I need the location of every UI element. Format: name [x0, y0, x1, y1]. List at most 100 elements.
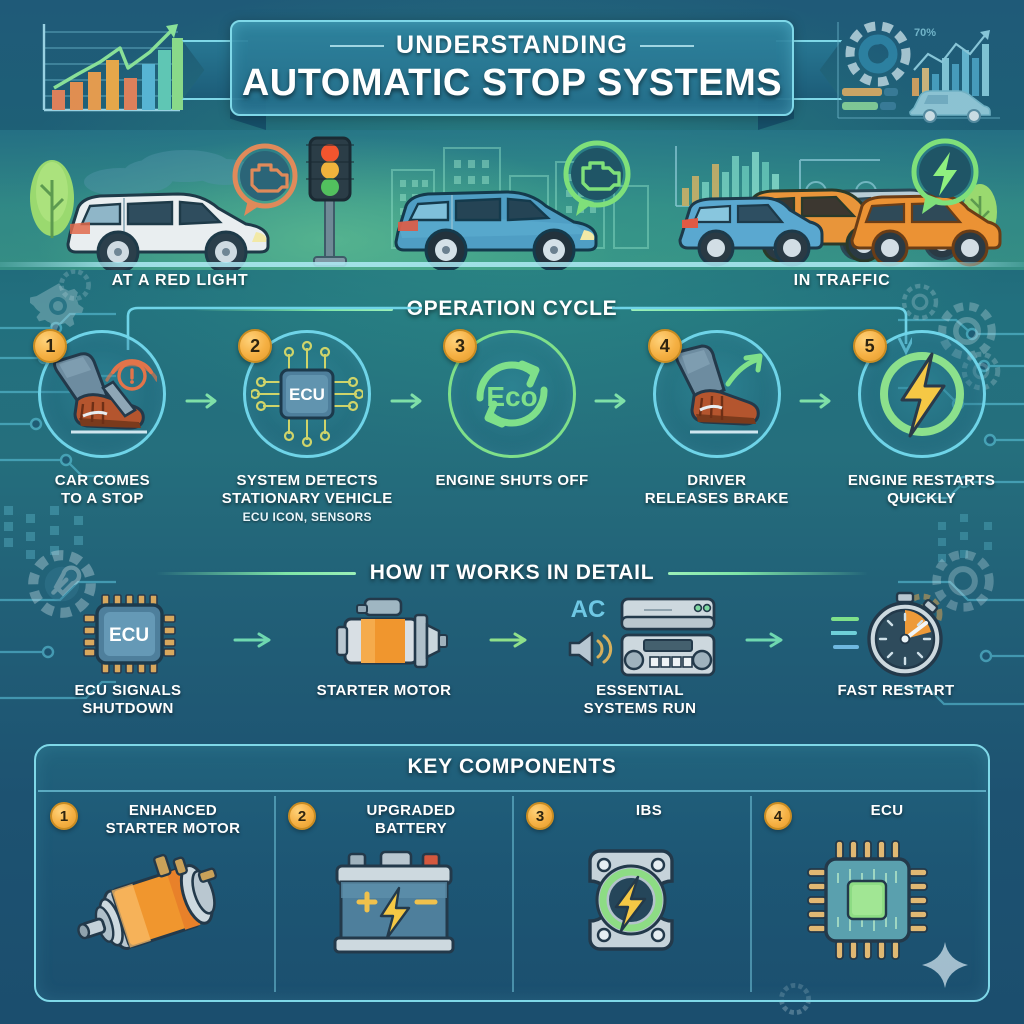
detail-section-title: HOW IT WORKS IN DETAIL — [369, 561, 655, 584]
starter-motor-icon — [77, 854, 218, 951]
step-ring: 3 Eco — [442, 329, 576, 458]
cycle-step-1[interactable]: 1 — [0, 329, 217, 540]
key-components-header: KEY COMPONENTS — [36, 752, 988, 782]
page-title-main: AUTOMATIC STOP SYSTEMS — [241, 62, 783, 104]
step-ring: 2 ECU — [238, 329, 372, 458]
svg-text:Eco: Eco — [486, 381, 537, 412]
cycle-step-5[interactable]: 5 ENGINE RESTARTS QUICKLY — [819, 329, 1024, 540]
cycle-step-3[interactable]: 3 Eco ENGINE SHUTS OFF — [410, 329, 626, 540]
gear-icon — [932, 550, 994, 612]
gear-icon — [59, 269, 91, 301]
step-label: CAR COMES TO A STOP — [54, 472, 151, 507]
scenario-label-3: IN TRAFFIC — [793, 272, 891, 289]
starter-motor-icon — [335, 597, 448, 669]
lightning-bubble-icon — [911, 138, 979, 214]
cycle-step-4[interactable]: 4 DRIVER RELEASES BRAKE — [614, 329, 831, 540]
scenario-1-illustration — [66, 192, 270, 270]
sparkle-icon — [922, 942, 968, 988]
gear-icon — [779, 983, 811, 1015]
component-label: IBS — [635, 802, 663, 819]
step-label: ENGINE RESTARTS QUICKLY — [847, 472, 996, 507]
key-component-4[interactable]: 4 ECU — [750, 792, 988, 1002]
flow-arrow-icon — [799, 393, 831, 409]
ecu-chip-icon: ECU — [83, 594, 176, 674]
flow-arrow-icon — [390, 393, 422, 409]
flow-arrow-icon — [185, 393, 217, 409]
detail-label: ESSENTIAL SYSTEMS RUN — [583, 682, 697, 717]
component-number-badge: 2 — [288, 802, 316, 830]
scenario-band — [0, 130, 1024, 270]
flow-arrow-icon — [745, 632, 783, 648]
key-component-3[interactable]: 3 IBS — [512, 792, 750, 1002]
header-line-right — [668, 571, 869, 575]
key-components-panel: KEY COMPONENTS 1 ENHANCED STARTER MOTOR — [34, 744, 990, 1002]
key-components-title: KEY COMPONENTS — [407, 755, 617, 778]
gear-icon — [901, 283, 939, 321]
engine-check-bubble-icon-2 — [563, 140, 631, 216]
title-top-row: UNDERSTANDING — [330, 31, 694, 60]
detail-items-row: ECU ECU SIGNALS SHUTDOWN — [0, 591, 1024, 727]
ecu-green-chip-icon — [807, 840, 928, 960]
operation-cycle-steps: 1 — [0, 329, 1024, 540]
icon-wrap: AC — [560, 592, 720, 677]
scenario-label-1: AT A RED LIGHT — [111, 272, 249, 289]
key-component-1[interactable]: 1 ENHANCED STARTER MOTOR — [36, 792, 274, 1002]
key-components-grid: 1 ENHANCED STARTER MOTOR — [36, 792, 988, 1002]
icon-wrap — [323, 847, 463, 967]
header-line-left — [155, 571, 356, 575]
ecu-chip-sensors-icon: ECU — [251, 340, 364, 448]
detail-item-ecu[interactable]: ECU ECU SIGNALS SHUTDOWN — [0, 592, 271, 727]
icon-wrap — [570, 840, 692, 960]
flow-arrow-icon — [233, 632, 271, 648]
title-row: 1 ENHANCED STARTER MOTOR — [36, 802, 274, 837]
stopwatch-icon — [831, 591, 943, 677]
detail-label: ECU SIGNALS SHUTDOWN — [74, 682, 182, 717]
ac-label: AC — [571, 596, 606, 623]
detail-item-starter-motor[interactable]: STARTER MOTOR — [256, 592, 527, 727]
component-number-badge: 1 — [50, 802, 78, 830]
step-number-badge: 1 — [33, 329, 68, 363]
icon-wrap — [806, 840, 932, 960]
icon-wrap — [319, 592, 449, 676]
step-ring: 5 — [852, 329, 986, 458]
detail-label: FAST RESTART — [837, 682, 955, 699]
bar-chart-growth-icon — [42, 24, 183, 112]
ecu-chip-label: ECU — [109, 625, 149, 646]
component-number-badge: 3 — [526, 802, 554, 830]
step-ring: 4 — [647, 329, 781, 458]
scenario-2-illustration — [394, 190, 598, 270]
cycle-step-2[interactable]: 2 ECU — [205, 329, 422, 540]
operation-cycle-title: OPERATION CYCLE — [406, 297, 618, 320]
detail-item-fast-restart[interactable]: FAST RESTART — [768, 591, 1024, 727]
step-number-badge: 3 — [442, 329, 477, 363]
percent-label: 70% — [914, 27, 936, 39]
foot-on-brake-pedal-icon — [53, 352, 158, 434]
title-rule-left — [330, 44, 385, 47]
car-battery-icon — [333, 851, 455, 954]
title-row: 3 IBS — [512, 802, 750, 830]
ac-speaker-radio-icon: AC — [568, 596, 716, 677]
detail-item-essential-systems[interactable]: AC — [512, 592, 783, 727]
wrench-gear-icon — [28, 550, 96, 618]
foot-lifting-off-pedal-icon — [674, 344, 763, 434]
gear-icon — [938, 302, 996, 360]
step-label: SYSTEM DETECTS STATIONARY VEHICLE — [221, 472, 393, 507]
panel-divider — [38, 790, 986, 792]
flow-arrow-icon — [489, 632, 527, 648]
icon-wrap — [65, 847, 245, 967]
page-title-top: UNDERSTANDING — [396, 31, 628, 59]
step-label: ENGINE SHUTS OFF — [435, 472, 589, 489]
detail-label: STARTER MOTOR — [316, 682, 452, 699]
icon-wrap — [831, 591, 961, 677]
header-banner: UNDERSTANDING AUTOMATIC STOP SYSTEMS 70% — [0, 0, 1024, 132]
dashboard-analytics-icon: 70% — [837, 21, 1000, 123]
step-ring: 1 — [33, 329, 167, 458]
step-sublabel: ECU ICON, SENSORS — [242, 510, 372, 525]
svg-text:ECU: ECU — [289, 385, 325, 404]
icon-wrap: ECU — [80, 592, 176, 676]
title-row: 4 ECU — [750, 802, 988, 830]
step-number-badge: 5 — [852, 329, 887, 363]
key-component-2[interactable]: 2 UPGRADED BATTERY — [274, 792, 512, 1002]
component-label: ENHANCED STARTER MOTOR — [105, 802, 241, 837]
